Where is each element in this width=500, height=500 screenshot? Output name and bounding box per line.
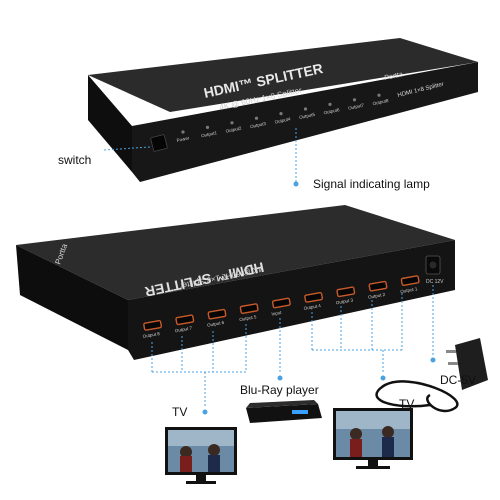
switch-callout: switch <box>58 153 92 167</box>
panel-label-output7: Output7 <box>348 102 365 110</box>
adapter-prong-2 <box>448 362 458 365</box>
rear-back-face <box>128 240 455 360</box>
rear-left-face <box>16 245 128 350</box>
tv-right-person2-body <box>382 437 394 457</box>
power-switch[interactable] <box>150 134 168 152</box>
tv-right-sky <box>336 411 410 429</box>
power-adapter <box>375 338 488 413</box>
panel-label-row: Power Output1 Output2 Output3 Output4 Output5… <box>176 98 389 143</box>
port-label-output-4: Output 4 <box>303 303 321 311</box>
tv-left-base <box>186 481 216 484</box>
hdmi-port-output-2[interactable] <box>368 280 388 292</box>
adapter-prong-1 <box>446 350 456 353</box>
hdmi-port-output-1[interactable] <box>400 275 420 286</box>
guide-dot-tv-right <box>380 375 386 381</box>
hdmi-port-output-3[interactable] <box>336 286 356 298</box>
cable-guides <box>151 285 434 408</box>
led-output3 <box>254 116 259 120</box>
led-output7 <box>352 98 357 102</box>
port-label-row: Output 8 Output 7 Output 6 Output 5 Input Out… <box>142 286 418 339</box>
led-output4 <box>279 112 283 116</box>
panel-label-output3: Output3 <box>250 121 267 129</box>
port-label-output-1: Output 1 <box>400 286 418 294</box>
hdmi-port-input[interactable] <box>271 297 291 309</box>
dc-jack-label: DC 12V <box>426 279 444 285</box>
port-label-output-6: Output 6 <box>207 320 225 328</box>
adapter-body <box>455 338 488 390</box>
splitter-left-face <box>88 75 132 172</box>
bluray-player <box>246 400 322 423</box>
bluray-callout: Blu-Ray player <box>240 383 319 397</box>
port-label-output-2: Output 2 <box>368 292 386 300</box>
splitter-front-face <box>132 62 478 182</box>
led-output5 <box>303 107 308 111</box>
bluray-body <box>246 404 322 423</box>
tv-left-person1 <box>180 446 192 458</box>
port-label-output-7: Output 7 <box>175 325 193 333</box>
panel-label-output4: Output4 <box>274 116 291 124</box>
rear-top-face <box>16 205 455 300</box>
dc-callout: DC-5V <box>440 373 477 387</box>
dc-jack-hole <box>429 261 437 269</box>
hdmi-port-output-6[interactable] <box>207 308 227 320</box>
splitter-top-brand: Portta <box>384 71 404 82</box>
led-output6 <box>328 102 332 106</box>
panel-label-output2: Output2 <box>225 125 242 133</box>
port-label-output-8: Output 8 <box>142 331 160 339</box>
panel-label-output5: Output5 <box>299 112 316 120</box>
guide-dot-dc <box>430 357 436 363</box>
tv-left-callout: TV <box>172 405 188 419</box>
tv-left-stand <box>196 475 206 481</box>
bluray-top <box>246 400 318 408</box>
panel-label-power: Power <box>176 135 190 143</box>
adapter-cable <box>375 380 459 413</box>
signal-lamp-callout: Signal indicating lamp <box>313 177 430 191</box>
tv-right-stand <box>368 460 378 466</box>
guide-dot-bluray <box>277 375 283 381</box>
tv-right-person1 <box>350 428 362 440</box>
hdmi-port-output-7[interactable] <box>175 314 195 326</box>
led-row <box>181 93 381 134</box>
splitter-top-face <box>88 38 478 112</box>
tv-right-person1-body <box>350 439 362 457</box>
port-label-output-5: Output 5 <box>239 314 257 322</box>
tv-right <box>333 408 413 469</box>
led-output8 <box>377 93 381 97</box>
bluray-display <box>292 410 308 414</box>
tv-left-person2-body <box>208 455 220 472</box>
panel-label-output1: Output1 <box>201 130 218 138</box>
led-power <box>181 130 185 134</box>
hdmi-port-output-4[interactable] <box>304 292 324 303</box>
led-output1 <box>205 125 210 129</box>
hdmi-port-row <box>143 275 420 331</box>
tv-right-person2 <box>382 426 394 438</box>
guide-dot-tv-left <box>202 409 208 415</box>
hdmi-port-output-8[interactable] <box>143 320 163 331</box>
tv-left-sky <box>168 430 234 446</box>
panel-label-output6: Output6 <box>323 107 340 115</box>
tv-left <box>165 427 237 484</box>
splitter-rear-view: HDMI™ SPLITTER 4K @ 60Hz 1×8 Splitter Po… <box>16 205 455 360</box>
tv-left-person2 <box>208 444 220 456</box>
tv-right-callout: TV <box>399 397 415 411</box>
splitter-front-view: HDMI™ SPLITTER 4K @ 60Hz 1×8 Splitter Po… <box>88 38 478 182</box>
led-output2 <box>230 121 234 125</box>
port-label-input: Input <box>271 310 282 317</box>
hdmi-port-output-5[interactable] <box>239 303 259 314</box>
lamp-guide-dot <box>293 181 299 187</box>
port-label-output-3: Output 3 <box>336 297 354 305</box>
tv-left-person1-body <box>180 456 192 472</box>
panel-label-output8: Output8 <box>372 98 389 106</box>
tv-right-base <box>356 466 390 469</box>
